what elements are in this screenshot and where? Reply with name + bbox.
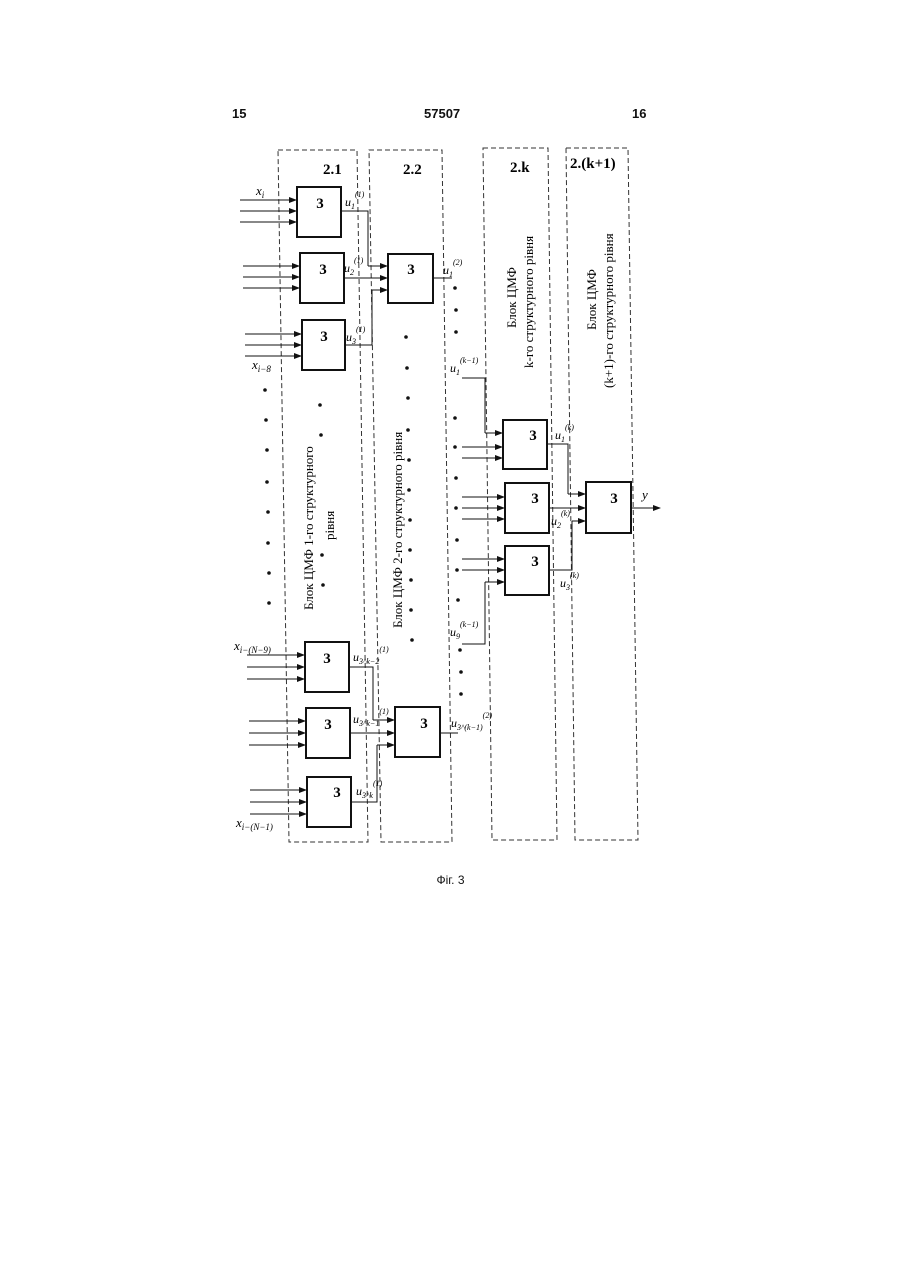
filter-block-lk-3 [505, 546, 549, 595]
input-label-x-i: xi [255, 183, 265, 200]
input-label-x-i-n9: xi−(N−9) [233, 638, 271, 655]
signal-label-uk-1: u1(k) [555, 423, 574, 444]
column-caption-2-k1-line1: Блок ЦМФ [584, 269, 599, 330]
signal-label-u2-1: u1(2) [443, 258, 463, 279]
column-caption-2-1-line1: Блок ЦМФ 1-го структурного [301, 446, 316, 610]
filter-block-l1-1 [297, 187, 341, 237]
filter-block-l1-3 [302, 320, 345, 370]
signal-label-u1-3: u3(1) [346, 325, 366, 346]
block-label: 3 [407, 262, 415, 278]
column-id-2-k: 2.k [510, 160, 530, 176]
column-caption-2-k-line2: k-го структурного рівня [521, 236, 536, 368]
filter-block-l1-n2 [305, 642, 349, 692]
signal-label-u1-n2: u3^k−2(1) [353, 645, 389, 666]
filter-block-l2-n [395, 707, 440, 757]
block-label: 3 [319, 262, 327, 278]
column-caption-2-k-line1: Блок ЦМФ [504, 267, 519, 328]
input-label-x-i-n1: xi−(N−1) [235, 815, 273, 832]
block-label: 3 [420, 716, 428, 732]
signal-label-u1-n: u3^k(1) [356, 779, 383, 800]
block-label: 3 [610, 491, 618, 507]
block-label: 3 [531, 554, 539, 570]
ellipsis-dots [263, 286, 463, 696]
block-label: 3 [531, 491, 539, 507]
figure-caption: Фіг. 3 [0, 873, 901, 887]
column-id-2-2: 2.2 [403, 162, 422, 178]
block-label: 3 [316, 196, 324, 212]
column-caption-2-1-line2: рівня [322, 511, 337, 540]
signal-label-u1-n1: u3^k−1(1) [353, 707, 389, 728]
block-label: 3 [333, 785, 341, 801]
filter-block-l1-2 [300, 253, 344, 303]
column-caption-2-k1-line2: (k+1)-го структурного рівня [601, 233, 616, 388]
signal-label-u2-n: u3^(k−1)(2) [451, 711, 492, 732]
signal-label-uk1-1: u1(k−1) [450, 356, 479, 377]
column-id-2-k1: 2.(k+1) [570, 156, 616, 172]
signal-label-u1-2: u2(1) [344, 256, 364, 277]
block-label: 3 [529, 428, 537, 444]
input-label-x-i-8: xi−8 [251, 357, 271, 374]
filter-block-l1-n1 [306, 708, 350, 758]
filter-block-lk-2 [505, 483, 549, 533]
signal-label-uk-2: u2(k) [551, 509, 570, 530]
filter-block-lk-1 [503, 420, 547, 469]
signal-label-uk-3: u3(k) [560, 571, 579, 592]
signal-label-u1-1: u1(1) [345, 190, 365, 211]
filter-block-lk1 [586, 482, 631, 533]
column-id-2-1: 2.1 [323, 162, 342, 178]
block-label: 3 [324, 717, 332, 733]
filter-block-l1-n [307, 777, 351, 827]
block-label: 3 [323, 651, 331, 667]
signal-label-uk1-9: u9(k−1) [450, 620, 479, 641]
column-caption-2-2: Блок ЦМФ 2-го структурного рівня [390, 432, 405, 628]
output-label-y: y [640, 487, 648, 502]
block-label: 3 [320, 329, 328, 345]
